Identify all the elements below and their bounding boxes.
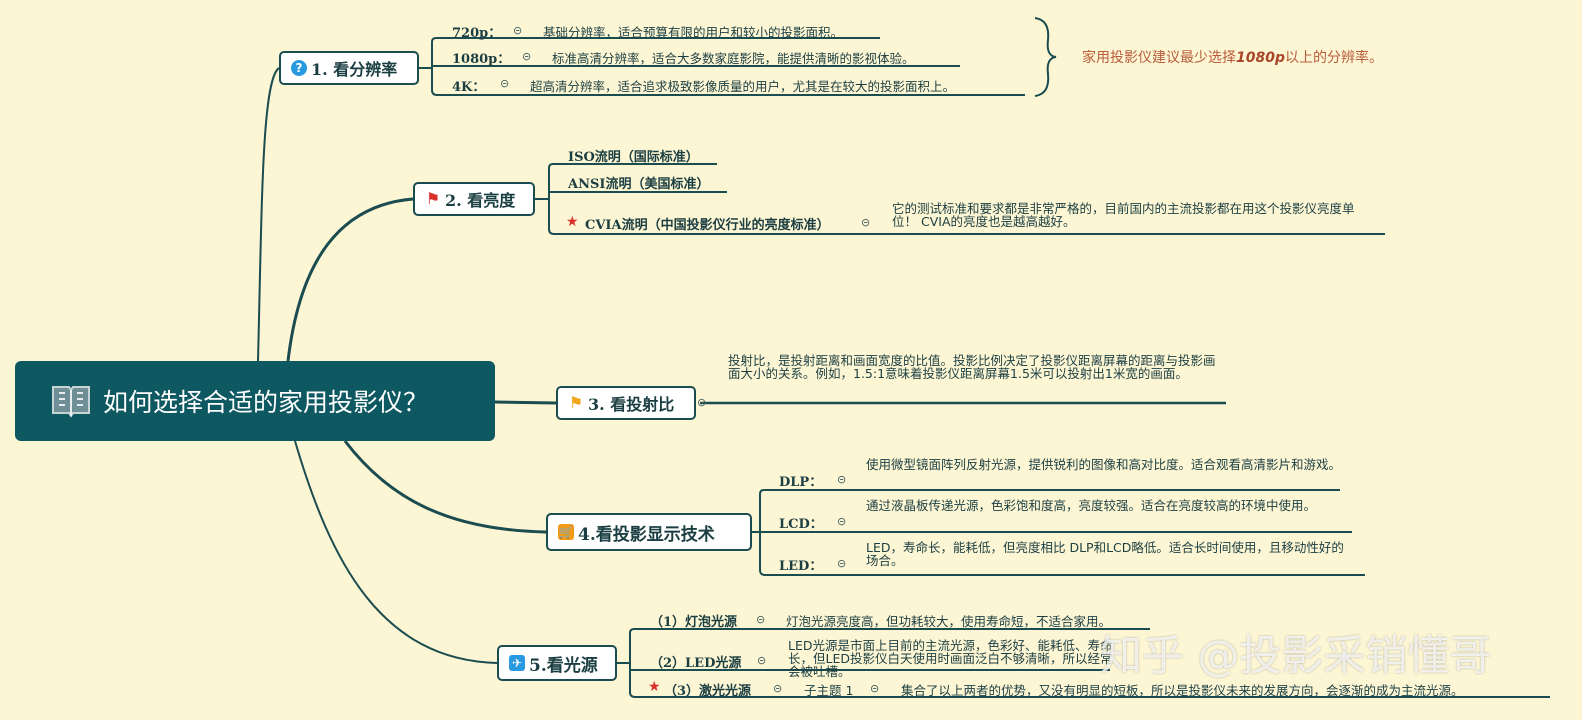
- root-topic[interactable]: 如何选择合适的家用投影仪？: [15, 361, 495, 441]
- node-lcd-label[interactable]: LCD：: [779, 517, 823, 532]
- collapse-icon[interactable]: ⊝: [870, 682, 880, 695]
- collapse-icon[interactable]: ⊝: [500, 77, 510, 90]
- collapse-icon[interactable]: ⊝: [837, 473, 847, 486]
- node-4k-text: 超高清分辨率，适合追求极致影像质量的用户，尤其是在较大的投影面积上。: [530, 79, 956, 94]
- cart-icon: 🛒: [558, 524, 574, 540]
- flag-icon: ⚑: [425, 189, 441, 208]
- collapse-icon[interactable]: ⊝: [757, 654, 767, 667]
- node-720p-text: 基础分辨率，适合预算有限的用户和较小的投影面积。: [543, 25, 844, 40]
- summary-text: 以上的分辨率。: [1285, 50, 1383, 66]
- star-icon: ★: [566, 214, 579, 230]
- connector-root-branch1: [257, 67, 280, 362]
- star-icon: ★: [648, 679, 661, 695]
- node-led-label[interactable]: LED：: [779, 559, 823, 574]
- branch-resolution[interactable]: ? 1. 看分辨率: [279, 51, 419, 85]
- book-icon: [52, 386, 90, 418]
- collapse-icon[interactable]: ⊝: [773, 682, 783, 695]
- branch-label: 2. 看亮度: [445, 191, 516, 210]
- node-4k-label[interactable]: 4K：: [452, 80, 486, 95]
- question-icon: ?: [291, 60, 307, 76]
- branch-light-source[interactable]: ✈ 5.看光源: [497, 645, 617, 681]
- branch-display-tech[interactable]: 🛒 4.看投影显示技术: [546, 513, 752, 551]
- node-cvia-lumen[interactable]: CVIA流明（中国投影仪行业的亮度标准）: [585, 218, 830, 233]
- branch-throw-ratio[interactable]: ⚑ 3. 看投射比: [556, 386, 696, 420]
- branch-label: 5.看光源: [529, 655, 598, 676]
- node-ansi-lumen[interactable]: ANSI流明（美国标准）: [568, 177, 710, 192]
- connector-root-branch3: [494, 400, 557, 405]
- node-bulb-label[interactable]: （1）灯泡光源: [650, 615, 738, 630]
- root-title: 如何选择合适的家用投影仪？: [103, 388, 429, 417]
- resolution-summary: 家用投影仪建议最少选择1080p以上的分辨率。: [1082, 47, 1383, 67]
- connector-root-branch2: [286, 197, 414, 362]
- connector-root-branch4: [343, 440, 547, 534]
- branch-brightness[interactable]: ⚑ 2. 看亮度: [413, 182, 535, 216]
- node-720p-label[interactable]: 720p：: [452, 26, 502, 41]
- collapse-icon[interactable]: ⊝: [697, 396, 707, 409]
- node-1080p-text: 标准高清分辨率，适合大多数家庭影院，能提供清晰的影视体验。: [552, 51, 915, 66]
- collapse-icon[interactable]: ⊝: [522, 50, 532, 63]
- node-iso-lumen[interactable]: ISO流明（国际标准）: [568, 150, 699, 165]
- node-1080p-label[interactable]: 1080p：: [452, 52, 511, 67]
- collapse-icon[interactable]: ⊝: [837, 515, 847, 528]
- collapse-icon[interactable]: ⊝: [861, 216, 871, 229]
- connector-root-branch5: [294, 440, 498, 664]
- node-led-source-label[interactable]: （2）LED光源: [650, 656, 742, 671]
- branch-label: 3. 看投射比: [588, 395, 675, 414]
- branch-label: 1. 看分辨率: [311, 60, 398, 79]
- flag-icon: ⚑: [568, 393, 584, 412]
- summary-emphasis: 1080p: [1236, 50, 1285, 66]
- airplane-icon: ✈: [509, 655, 525, 671]
- summary-text: 家用投影仪建议最少选择: [1082, 50, 1236, 66]
- collapse-icon[interactable]: ⊝: [837, 557, 847, 570]
- node-led-source-text: LED光源是市面上目前的主流光源，色彩好、能耗低、寿命长，但LED投影仪白天使用…: [788, 638, 1113, 679]
- branch-label: 4.看投影显示技术: [578, 524, 715, 545]
- node-laser-text: 集合了以上两者的优势，又没有明显的短板，所以是投影仪未来的发展方向，会逐渐的成为…: [901, 683, 1464, 698]
- throw-ratio-text: 投射比，是投射距离和画面宽度的比值。投影比例决定了投影仪距离屏幕的距离与投影画面…: [728, 353, 1216, 381]
- collapse-icon[interactable]: ⊝: [756, 613, 766, 626]
- node-laser-label[interactable]: （3）激光光源: [664, 684, 752, 699]
- node-dlp-label[interactable]: DLP：: [779, 475, 823, 490]
- watermark: 知乎 @投影采销懂哥: [1100, 631, 1492, 680]
- node-laser-subtopic[interactable]: 子主题 1: [804, 683, 854, 698]
- node-lcd-text: 通过液晶板传递光源，色彩饱和度高，亮度较强。适合在亮度较高的环境中使用。: [866, 498, 1317, 513]
- collapse-icon[interactable]: ⊝: [513, 24, 523, 37]
- node-dlp-text: 使用微型镜面阵列反射光源，提供锐利的图像和高对比度。适合观看高清影片和游戏。: [866, 457, 1342, 472]
- node-cvia-text: 它的测试标准和要求都是非常严格的，目前国内的主流投影都在用这个投影仪亮度单位！ …: [892, 201, 1355, 229]
- node-led-text: LED，寿命长，能耗低，但亮度相比 DLP和LCD略低。适合长时间使用，且移动性…: [866, 540, 1344, 568]
- node-bulb-text: 灯泡光源亮度高，但功耗较大，使用寿命短，不适合家用。: [786, 614, 1112, 629]
